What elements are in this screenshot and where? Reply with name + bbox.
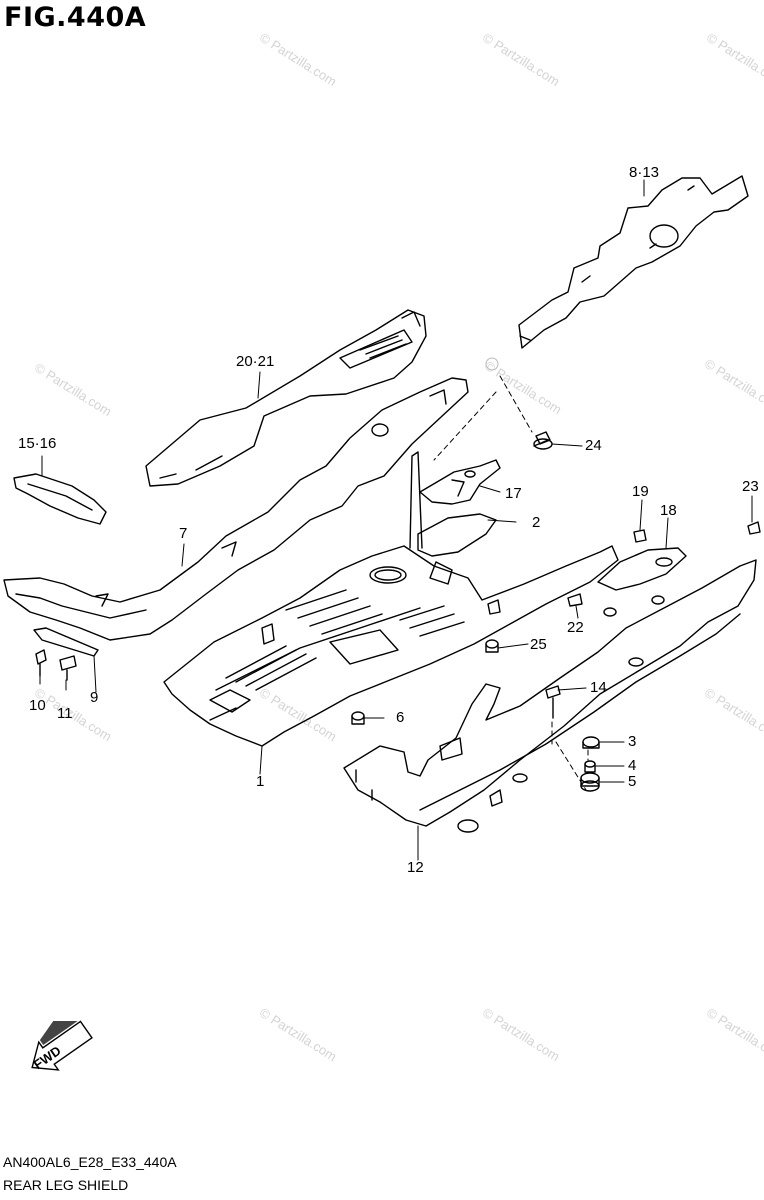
callout-18: 18 <box>660 502 677 519</box>
part-5-grommet <box>580 772 600 792</box>
callout-22: 22 <box>567 619 584 636</box>
callout-14: 14 <box>590 679 607 696</box>
part-1-floor-panel <box>163 451 619 747</box>
part-11-clip <box>59 655 77 681</box>
callout-24: 24 <box>585 437 602 454</box>
callout-15-16: 15·16 <box>18 435 57 452</box>
part-6-screw <box>351 711 365 725</box>
callout-6: 6 <box>396 709 405 726</box>
callout-7: 7 <box>179 525 188 542</box>
part-22-screw <box>567 593 583 607</box>
model-code: AN400AL6_E28_E33_440A <box>3 1154 177 1170</box>
part-14-bolt <box>545 685 561 719</box>
callout-25: 25 <box>530 636 547 653</box>
part-12-lower-frame <box>343 559 757 833</box>
part-23-screw <box>747 521 761 535</box>
part-4-collar <box>584 760 596 773</box>
part-7-side-frame <box>3 377 469 641</box>
callout-20-21: 20·21 <box>236 353 275 370</box>
part-9-strip <box>33 627 99 657</box>
part-19-screw <box>633 529 647 543</box>
callout-9: 9 <box>90 689 99 706</box>
callout-12: 12 <box>407 859 424 876</box>
fwd-arrow-icon: FWD <box>31 1020 93 1072</box>
part-3-nut <box>582 736 600 749</box>
callout-2: 2 <box>532 514 541 531</box>
callout-8-13: 8·13 <box>629 164 660 181</box>
callout-4: 4 <box>628 757 637 774</box>
figure-title: FIG.440A <box>4 2 147 33</box>
callout-1: 1 <box>256 773 265 790</box>
part-25-screw <box>485 639 499 653</box>
callout-10: 10 <box>29 697 46 714</box>
part-17-bracket <box>419 459 501 505</box>
part-8-13-side-cover <box>518 175 749 349</box>
callout-17: 17 <box>505 485 522 502</box>
part-20-21-rear-cover <box>145 309 427 487</box>
watermark-mark <box>485 357 499 371</box>
callout-23: 23 <box>742 478 759 495</box>
callout-5: 5 <box>628 773 637 790</box>
part-2-pad <box>417 513 497 557</box>
leader-lines <box>39 179 753 861</box>
callout-11: 11 <box>57 705 73 722</box>
callout-3: 3 <box>628 733 637 750</box>
part-15-16-cover <box>13 473 107 525</box>
section-name: REAR LEG SHIELD <box>3 1177 129 1193</box>
callout-19: 19 <box>632 483 649 500</box>
assembly-dashes <box>433 375 589 791</box>
part-18-bracket <box>597 547 687 591</box>
part-24-bolt <box>533 431 553 450</box>
part-10-clip <box>35 649 47 677</box>
